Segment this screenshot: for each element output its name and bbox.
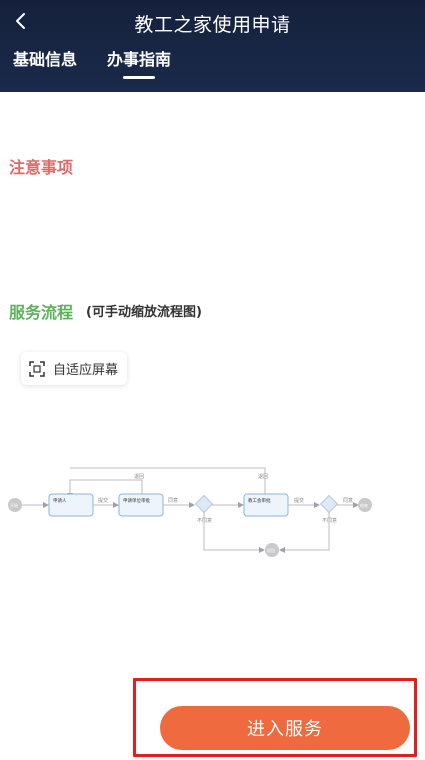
fullscreen-icon <box>29 360 45 377</box>
flow-start-label: 开始 <box>10 502 18 508</box>
fit-screen-label: 自适应屏幕 <box>53 363 119 378</box>
highlight-frame <box>133 678 417 757</box>
flow-zoom-hint: (可手动缩放流程图) <box>86 305 202 320</box>
flow-node-unit-approval <box>118 493 164 517</box>
enter-service-button[interactable]: 进入服务 <box>160 706 410 750</box>
flow-edge-back-2 <box>70 467 266 496</box>
tab-basic-info[interactable]: 基础信息 <box>13 50 78 69</box>
notice-section-title: 注意事项 <box>9 158 74 177</box>
flow-label-back-1: 退回 <box>134 473 144 480</box>
flow-label-disagree-1: 不同意 <box>197 517 212 524</box>
flow-end <box>358 498 372 512</box>
flow-node-applicant <box>48 493 94 517</box>
flow-node-label: 教工会审批 <box>248 497 271 504</box>
page-title: 教工之家使用申请 <box>134 14 291 36</box>
flow-label-disagree-2: 不同意 <box>322 517 337 524</box>
flow-reject-label: 驳回 <box>267 547 275 553</box>
tab-service-guide[interactable]: 办事指南 <box>107 50 172 69</box>
flow-node-label: 申请人 <box>53 497 67 504</box>
flow-reject <box>265 543 279 557</box>
flow-label-submit-1: 提交 <box>98 497 108 504</box>
flow-label-back-2: 退回 <box>258 473 268 480</box>
chevron-left-icon <box>16 13 25 29</box>
flow-start <box>8 498 22 512</box>
flow-label-agree-2: 同意 <box>343 497 353 504</box>
flow-gateway-1 <box>194 494 214 514</box>
flow-label-submit-2: 提交 <box>294 497 304 504</box>
flow-end-label: 结束 <box>360 502 368 508</box>
fit-screen-button[interactable]: 自适应屏幕 <box>21 352 127 385</box>
flow-node-union-approval <box>243 493 289 517</box>
back-button[interactable] <box>10 8 34 34</box>
flow-edge-back-1 <box>67 479 143 499</box>
flow-section-title: 服务流程 <box>9 303 74 322</box>
app-header: 教工之家使用申请 基础信息 办事指南 <box>0 0 425 92</box>
flow-node-label: 申请单位审批 <box>123 497 150 504</box>
active-tab-indicator <box>123 76 155 79</box>
flow-gateway-2 <box>319 494 339 514</box>
flow-label-agree-1: 同意 <box>168 497 178 504</box>
service-flowchart[interactable]: 退回 退回 开始 申请人 提交 申请单位审批 同意 不同意 教工会审批 提交 同… <box>0 460 425 570</box>
